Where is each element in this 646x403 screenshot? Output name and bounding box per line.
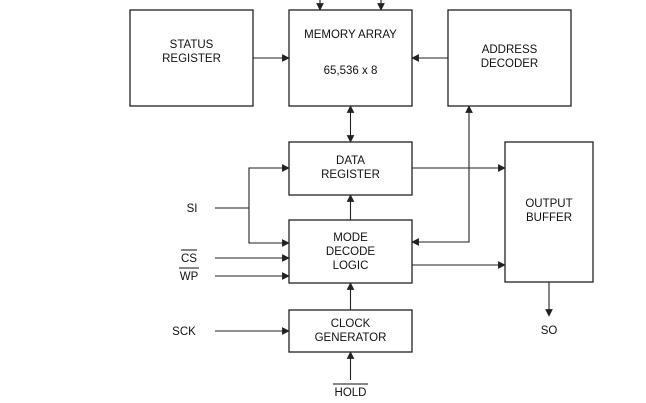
clock-generator-block: CLOCK GENERATOR — [288, 309, 413, 353]
mode-decode-label-3: LOGIC — [333, 260, 369, 272]
address-decoder-block: ADDRESS DECODER — [447, 9, 572, 107]
data-register-label-2: REGISTER — [321, 169, 380, 181]
mode-decoder-bidirectional-wire — [411, 105, 473, 246]
output-buffer-block: OUTPUT BUFFER — [504, 141, 594, 283]
address-decoder-label-2: DECODER — [481, 58, 539, 70]
si-to-mode-wire — [248, 208, 290, 247]
clock-generator-label-2: GENERATOR — [315, 332, 387, 344]
so-label: SO — [541, 325, 558, 337]
mode-decode-label-2: DECODE — [326, 246, 376, 258]
memory-array-label: MEMORY ARRAY — [304, 29, 397, 41]
memory-array-block: MEMORY ARRAY 65,536 x 8 — [288, 9, 413, 107]
output-buffer-label-1: OUTPUT — [525, 198, 572, 210]
hold-signal: HOLD — [333, 383, 368, 399]
memory-array-size: 65,536 x 8 — [324, 65, 378, 77]
status-register-label-1: STATUS — [170, 39, 214, 51]
data-register-label-1: DATA — [336, 155, 365, 167]
hold-label: HOLD — [335, 387, 367, 399]
sck-label: SCK — [172, 326, 196, 338]
output-buffer-label-2: BUFFER — [526, 212, 572, 224]
clock-generator-label-1: CLOCK — [331, 318, 371, 330]
status-register-block: STATUS REGISTER — [129, 9, 254, 107]
mode-decode-label-1: MODE — [333, 232, 368, 244]
si-label: SI — [187, 203, 198, 215]
address-decoder-label-1: ADDRESS — [482, 44, 538, 56]
wp-signal: WP — [179, 267, 199, 283]
status-register-label-2: REGISTER — [162, 53, 221, 65]
data-register-block: DATA REGISTER — [288, 141, 413, 196]
cs-signal: CS — [181, 249, 197, 265]
mode-decode-logic-block: MODE DECODE LOGIC — [288, 219, 413, 284]
si-to-data-wire — [248, 164, 290, 208]
wp-label: WP — [180, 271, 199, 283]
cs-label: CS — [181, 253, 197, 265]
